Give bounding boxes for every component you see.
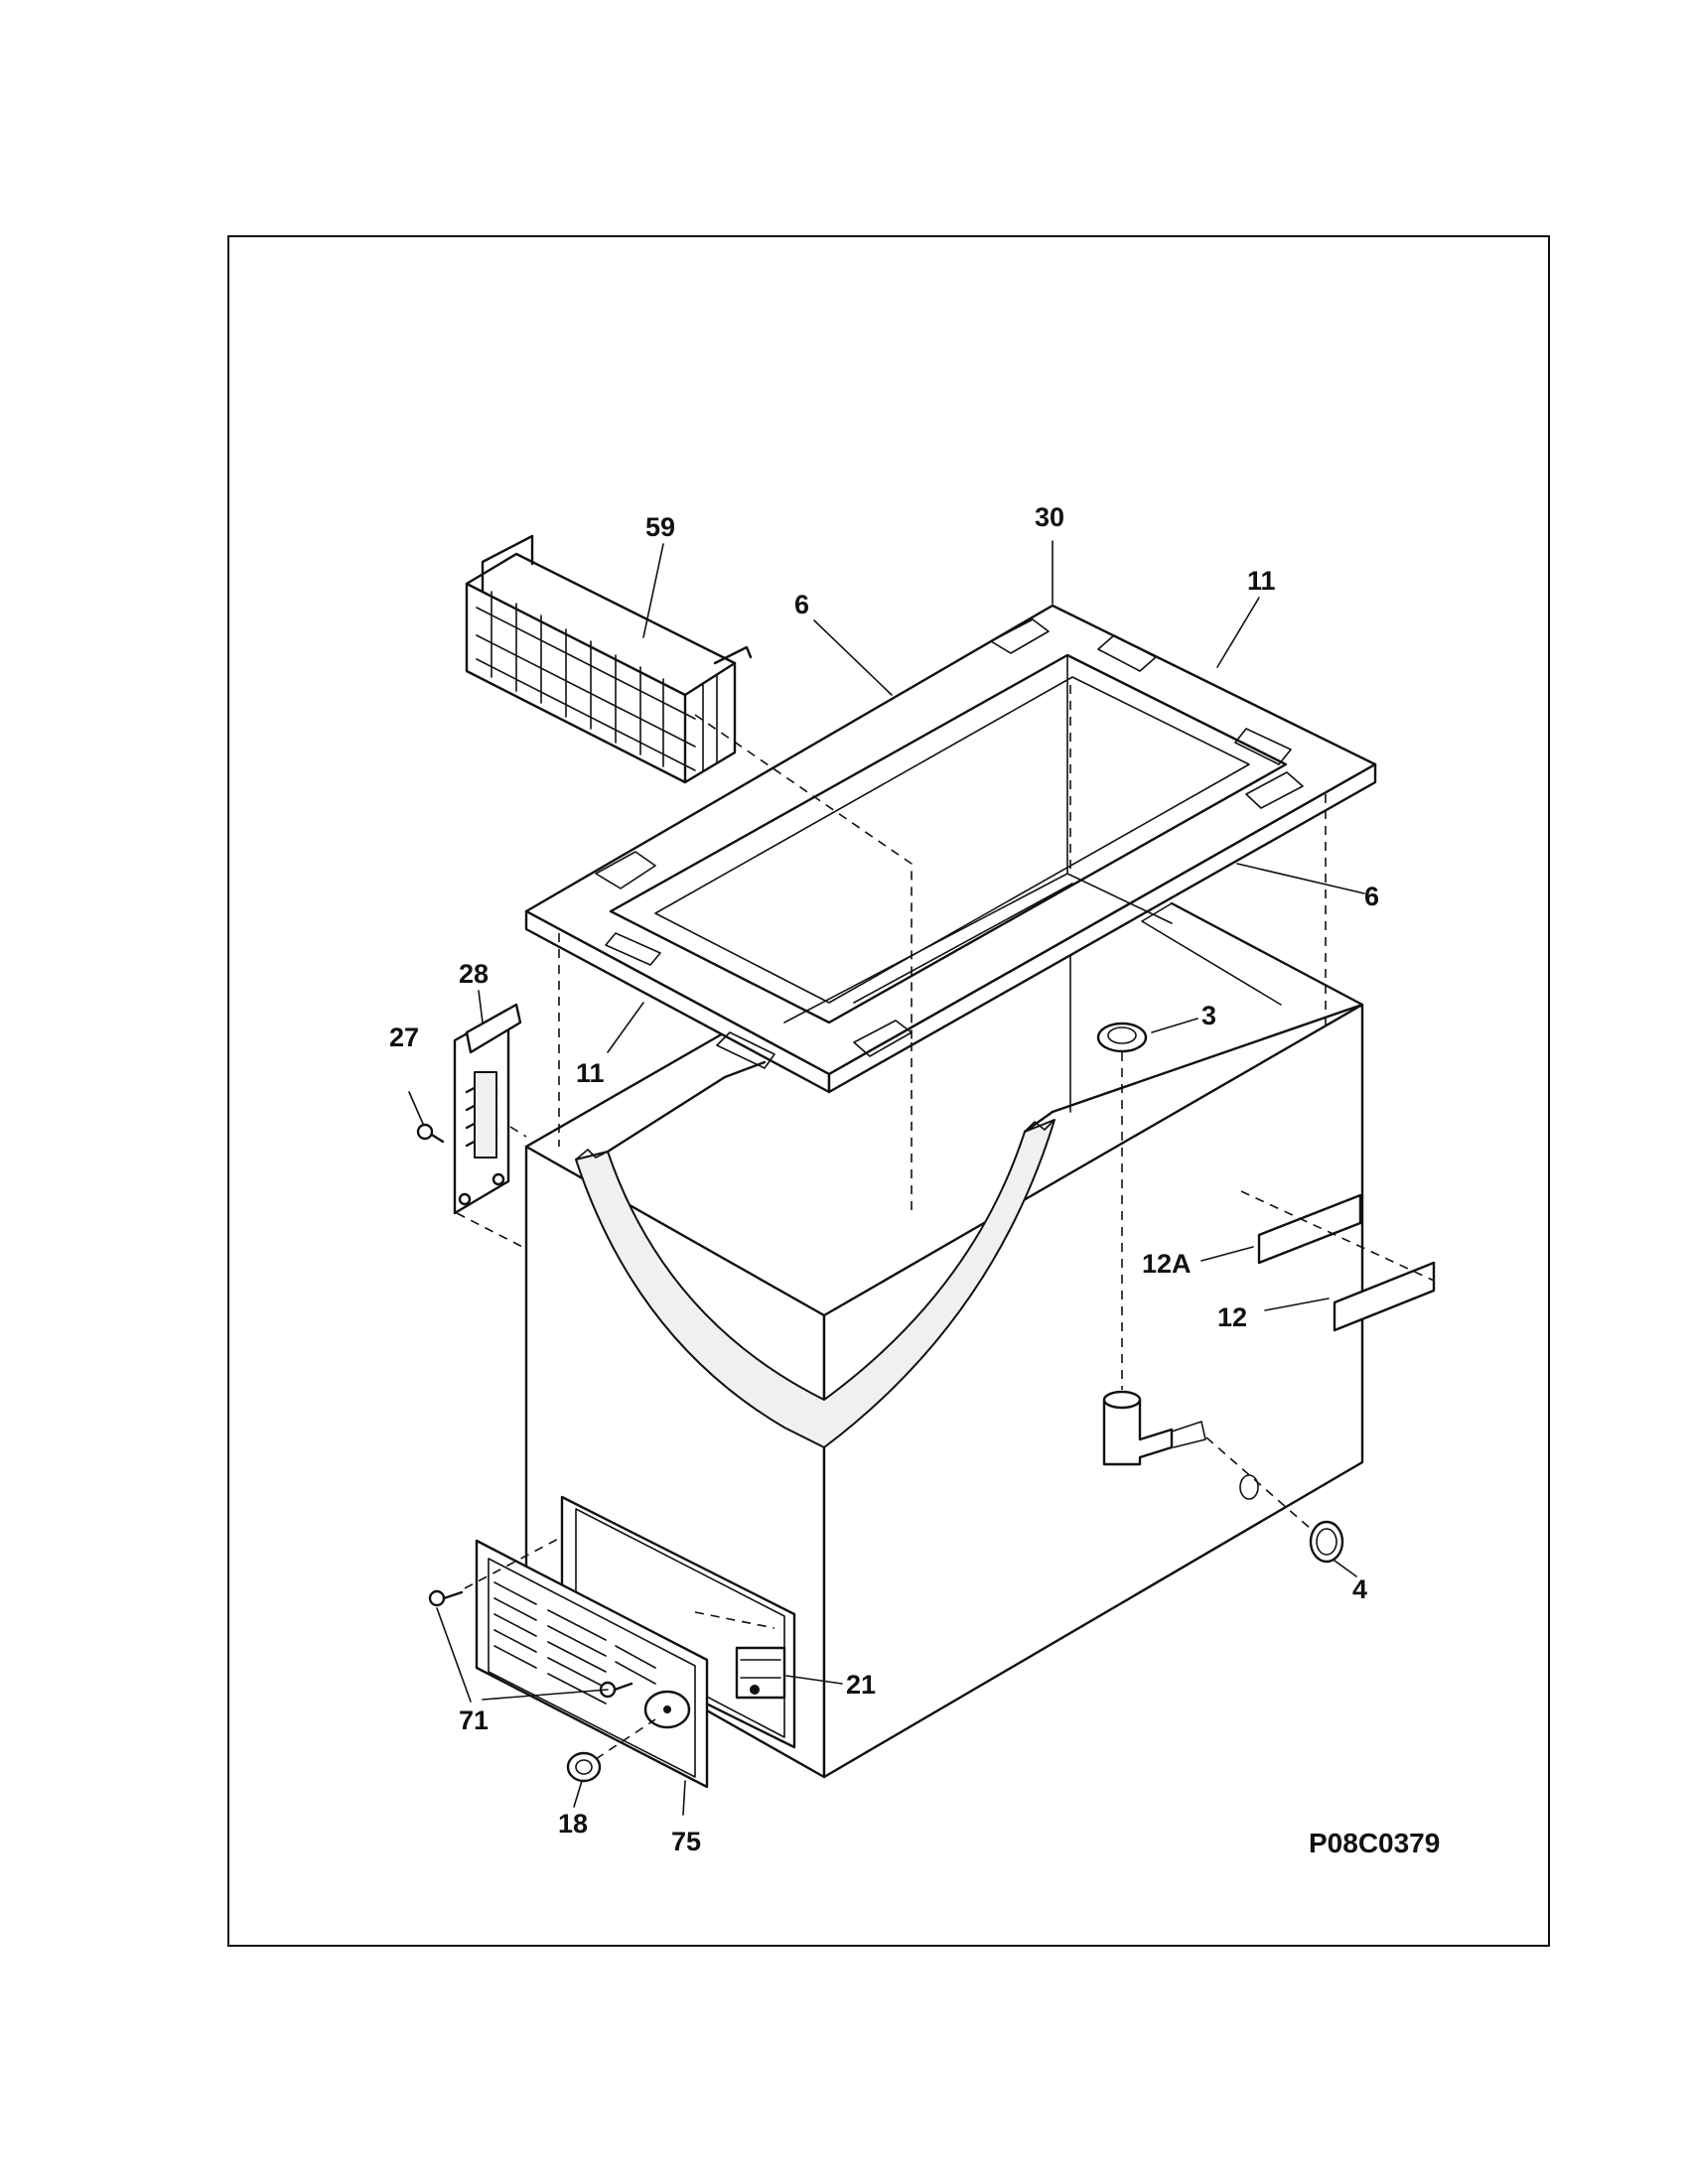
wire-basket xyxy=(465,534,753,784)
lid-hinge xyxy=(453,1003,522,1215)
callout-59: 59 xyxy=(645,512,675,542)
callout-11-left: 11 xyxy=(576,1058,605,1088)
screw-27 xyxy=(416,1123,445,1144)
label-12 xyxy=(1333,1261,1436,1332)
drain-plug-3 xyxy=(1096,1022,1148,1053)
lid-gasket-frame xyxy=(524,604,1377,1094)
drawing-code: P08C0379 xyxy=(1309,1828,1440,1858)
leader-lines xyxy=(408,540,1365,1816)
callout-30: 30 xyxy=(1035,502,1064,532)
drain-cap-4 xyxy=(1309,1520,1344,1564)
callout-12A: 12A xyxy=(1142,1249,1192,1279)
callout-4: 4 xyxy=(1352,1574,1367,1604)
callout-75: 75 xyxy=(671,1827,701,1856)
callout-6-right: 6 xyxy=(1364,882,1379,911)
callout-27: 27 xyxy=(389,1023,419,1052)
callout-12: 12 xyxy=(1217,1302,1247,1332)
callout-28: 28 xyxy=(459,959,489,989)
knob-18 xyxy=(566,1751,602,1783)
drain-tube xyxy=(1102,1390,1206,1466)
label-12A xyxy=(1257,1193,1362,1265)
callout-71: 71 xyxy=(459,1706,489,1735)
callout-21: 21 xyxy=(846,1670,876,1700)
callout-3: 3 xyxy=(1201,1001,1216,1030)
callout-11-right: 11 xyxy=(1247,566,1276,596)
callout-18: 18 xyxy=(558,1809,588,1839)
compressor-part-21 xyxy=(735,1646,786,1700)
callout-6-top: 6 xyxy=(794,590,809,619)
drawing-border xyxy=(227,235,1550,1947)
front-grille xyxy=(475,1539,709,1789)
